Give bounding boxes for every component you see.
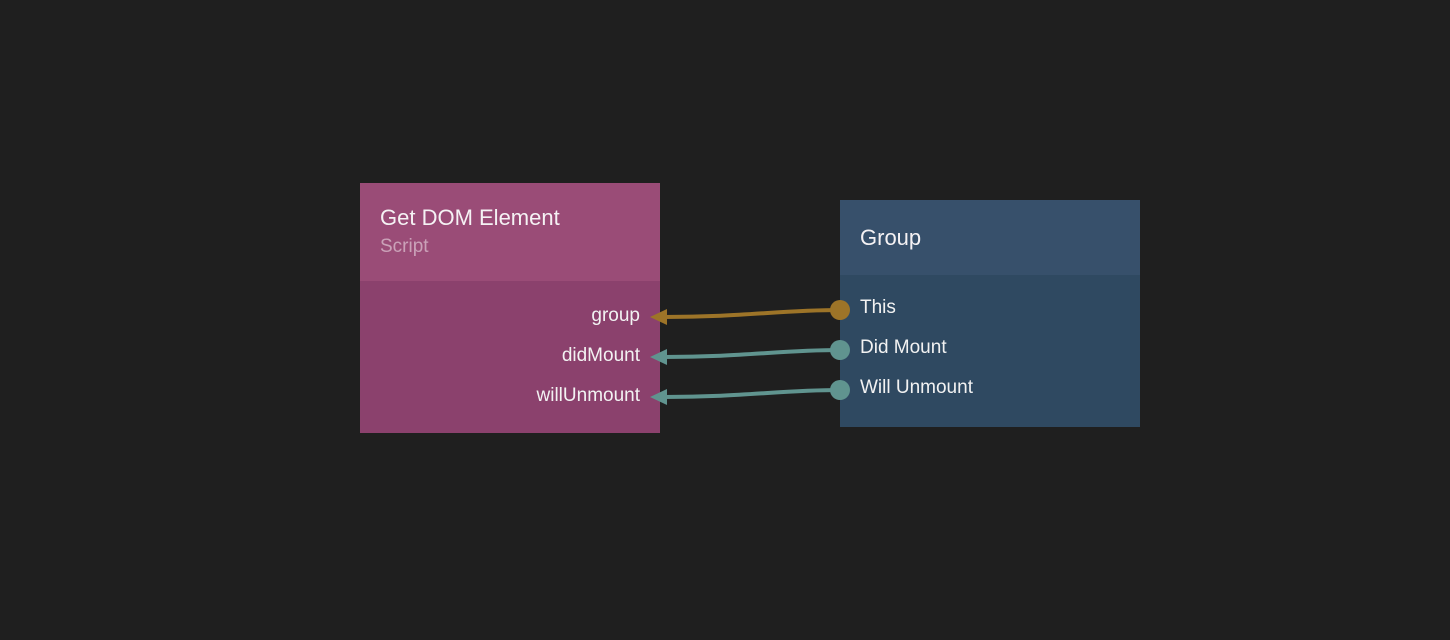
connection-GetDOMElement.group[interactable] (650, 300, 850, 325)
connection-wire[interactable] (663, 348, 841, 359)
input-port-didmount[interactable]: didMount (561, 345, 640, 366)
node-group-body: This Did Mount Will Unmount (840, 275, 1140, 427)
connection-wire[interactable] (663, 388, 841, 399)
connection-GetDOMElement.willUnmount[interactable] (650, 380, 850, 405)
connection-wire[interactable] (663, 308, 841, 319)
node-get-dom-element-header[interactable]: Get DOM Element Script (360, 183, 660, 281)
node-group-header[interactable]: Group (840, 200, 1140, 275)
node-title: Group (860, 224, 922, 250)
output-port-did-mount[interactable]: Did Mount (860, 337, 947, 358)
connection-GetDOMElement.didMount[interactable] (650, 340, 850, 365)
node-group[interactable]: Group This Did Mount Will Unmount (840, 200, 1140, 427)
node-title: Get DOM Element (380, 205, 560, 230)
node-get-dom-element-body: group didMount willUnmount (360, 281, 660, 433)
input-port-group[interactable]: group (591, 305, 640, 326)
node-subtitle: Script (380, 236, 429, 257)
node-get-dom-element[interactable]: Get DOM Element Script group didMount wi… (360, 183, 660, 433)
input-port-willunmount[interactable]: willUnmount (536, 385, 640, 406)
output-port-will-unmount[interactable]: Will Unmount (860, 377, 973, 398)
output-port-this[interactable]: This (860, 297, 896, 318)
